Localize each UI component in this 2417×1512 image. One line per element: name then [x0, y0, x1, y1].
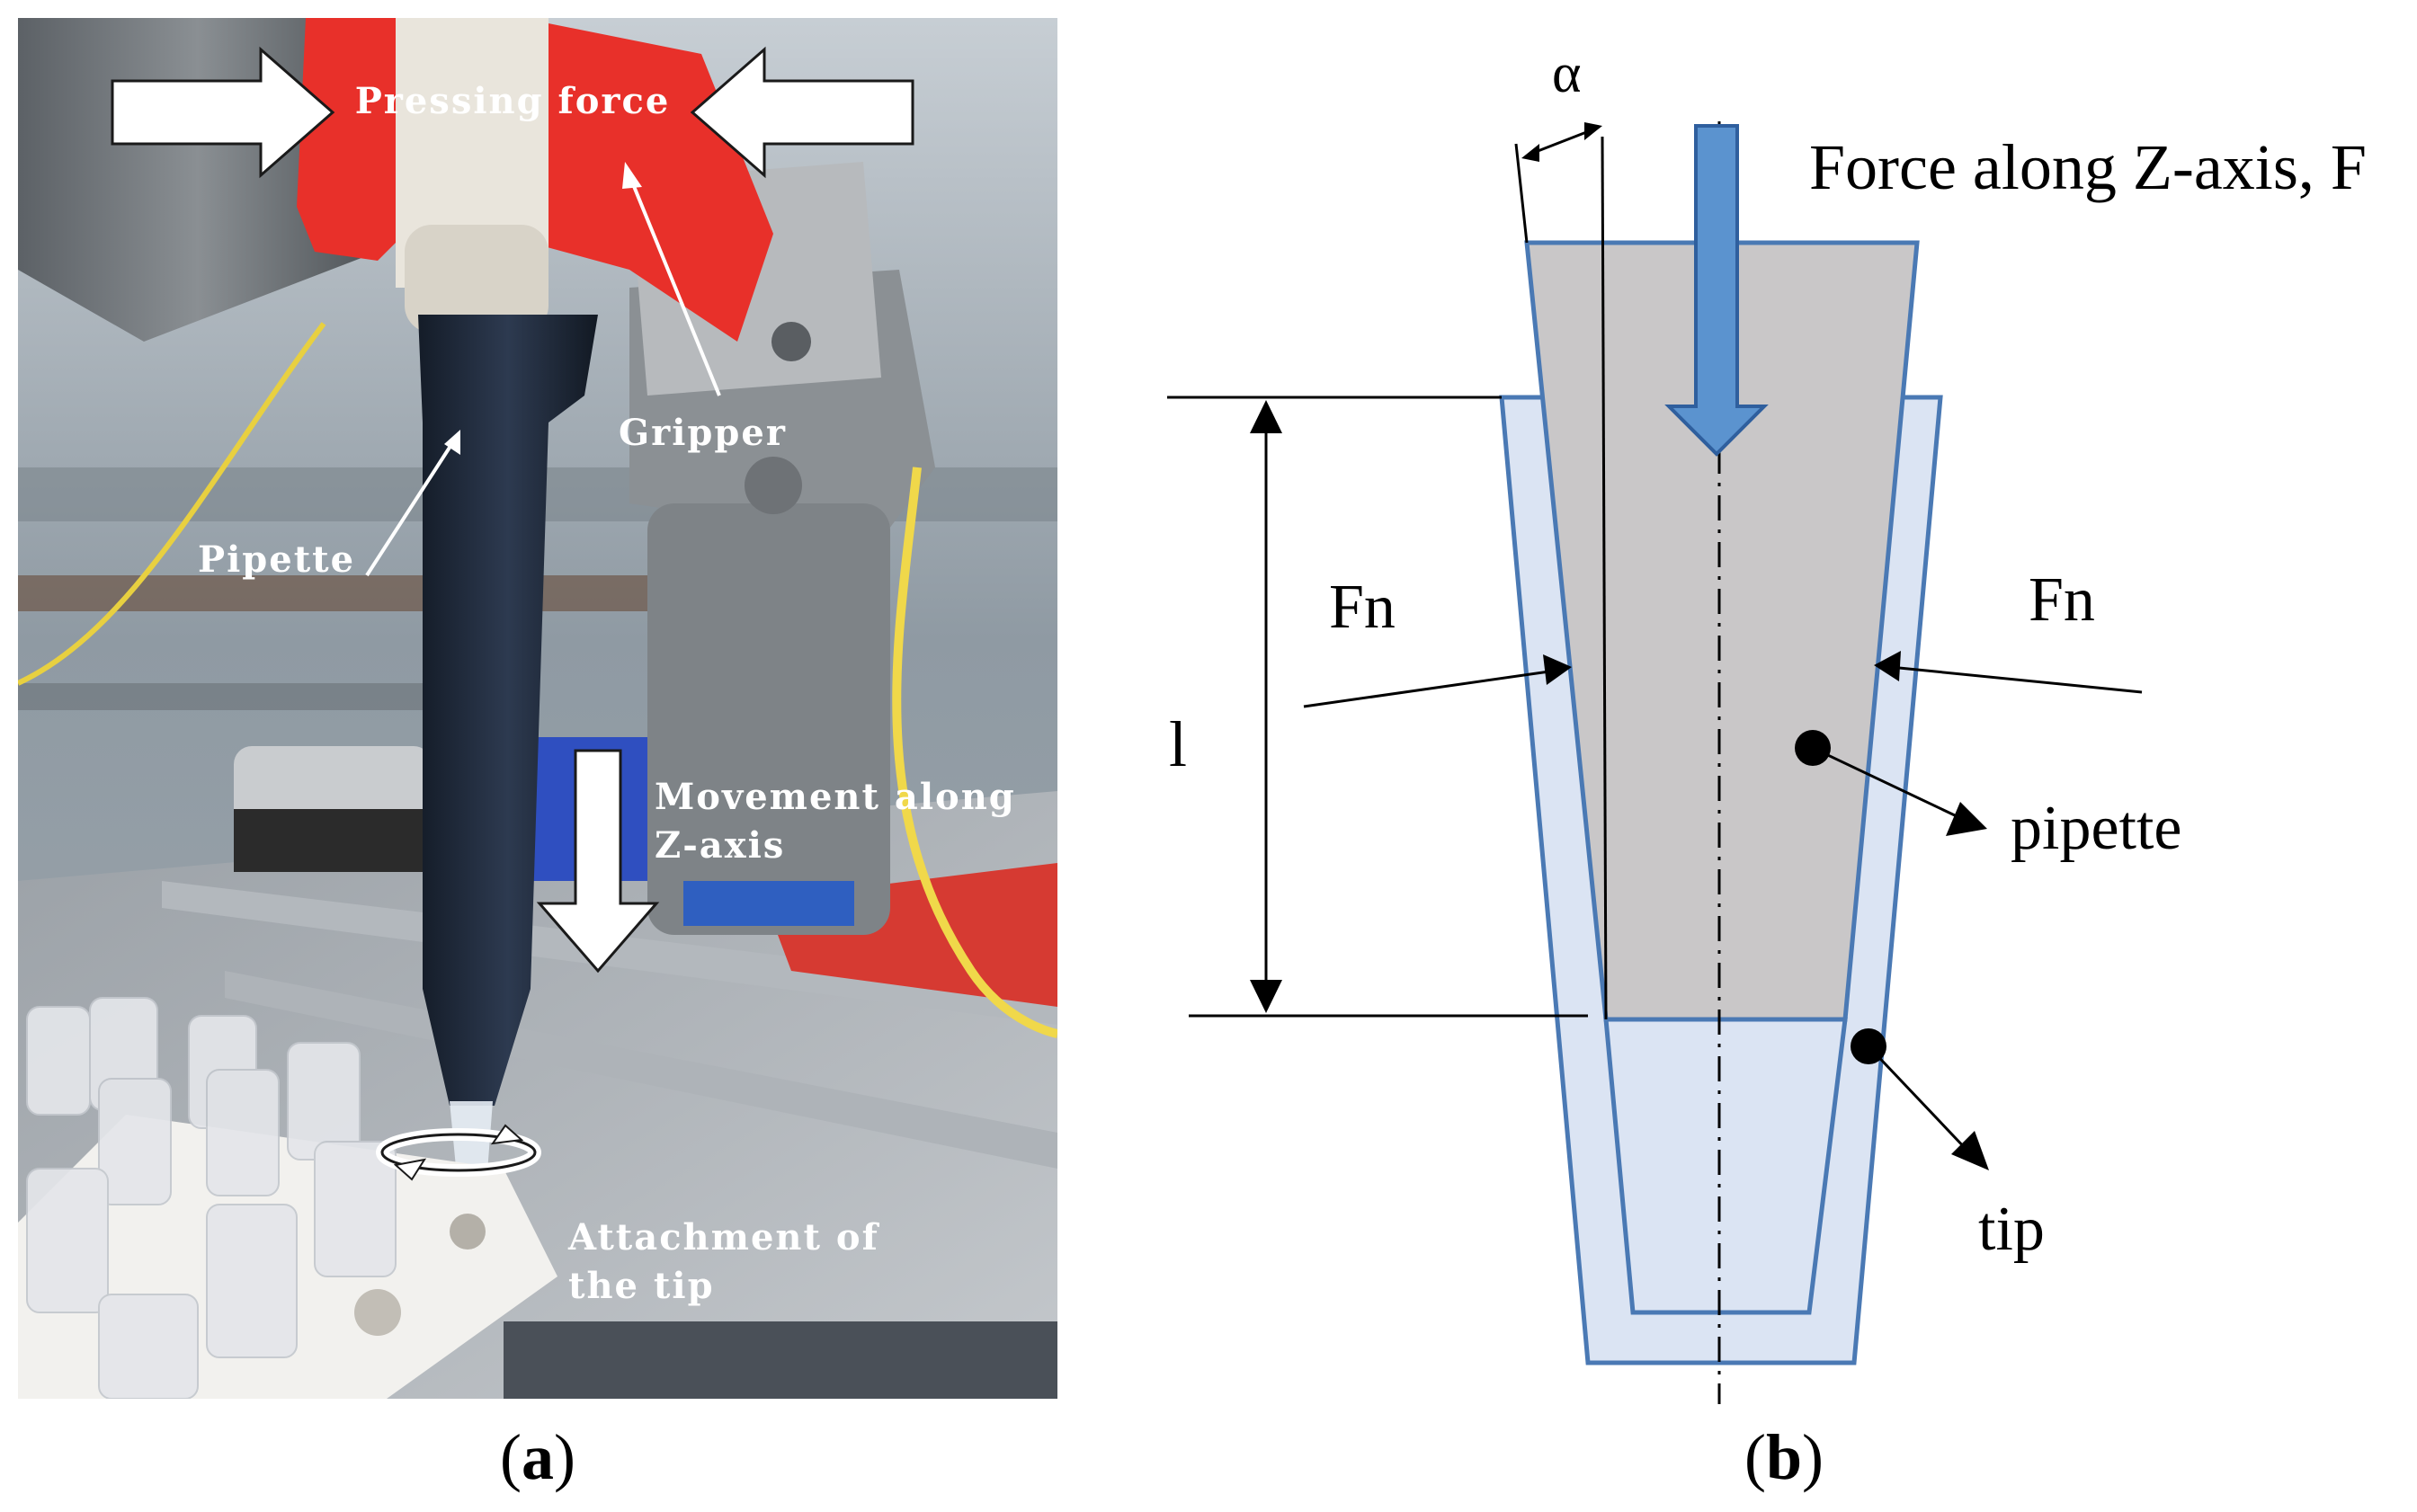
alpha-arrow-head-right: [1584, 122, 1602, 140]
caption-a: (a): [500, 1421, 575, 1493]
photo: [18, 18, 1057, 1399]
tip-marker-line: [1867, 1045, 1969, 1152]
pressing-force-label: Pressing force: [355, 80, 671, 122]
robot-ring: [683, 881, 854, 926]
rotation-arrowhead-right: [490, 1124, 524, 1145]
rotation-arrows: [376, 1128, 541, 1177]
caption-a-letter: a: [522, 1421, 554, 1493]
fn-left-label: Fn: [1329, 573, 1396, 642]
pressing-force-arrow-left: [111, 46, 335, 179]
length-arrow-bottom: [1250, 980, 1282, 1013]
caption-a-close: ): [554, 1421, 575, 1493]
rack-hole: [354, 1289, 401, 1336]
force-z-arrow: [1664, 124, 1769, 457]
fn-left-line: [1303, 669, 1556, 708]
movement-label-line2: Z-axis: [655, 824, 785, 867]
robot-wrist: [647, 503, 890, 935]
gripper-pointer-line: [628, 174, 721, 396]
fn-right-arrowhead: [1874, 651, 1901, 681]
pipette-pointer-head: [444, 430, 460, 455]
pipette-collar-lower: [405, 225, 549, 333]
base-block: [504, 1321, 1057, 1399]
movement-z-arrow: [536, 749, 660, 974]
panel-b: α Force along Z-axis, F l Fn Fn pipette …: [1167, 43, 2367, 1493]
gripper-jaw-left: [297, 18, 423, 261]
shelf: [18, 683, 468, 710]
gripper-label: Gripper: [619, 412, 787, 454]
screw: [771, 322, 811, 361]
tips-in-rack: [26, 997, 397, 1399]
rotation-arrowhead-left: [393, 1158, 427, 1181]
length-arrow-top: [1250, 400, 1282, 433]
pipette-label: pipette: [2011, 794, 2181, 863]
shelf: [18, 575, 647, 611]
yellow-cable: [892, 467, 1057, 1038]
attachment-label-line2: the tip: [568, 1265, 715, 1307]
caption-a-open: (: [500, 1421, 522, 1493]
fn-right-line: [1889, 665, 2143, 694]
movement-label-line1: Movement along: [655, 776, 1016, 818]
fn-left-arrowhead: [1543, 654, 1572, 685]
alpha-arrow-head-left: [1521, 144, 1539, 162]
device-base: [234, 809, 432, 872]
gripper-pointer-head: [622, 162, 642, 189]
length-label: l: [1169, 708, 1187, 780]
pipette-marker-arrowhead: [1946, 802, 1987, 836]
pipette-shaft: [418, 315, 598, 1106]
attachment-label-line1: Attachment of: [567, 1216, 880, 1259]
tip-label: tip: [1978, 1195, 2045, 1264]
pressing-force-arrow-right: [690, 46, 914, 179]
rack-hole: [450, 1214, 486, 1250]
tip-marker-arrowhead: [1951, 1131, 1989, 1170]
pipette-shape: [1524, 240, 1920, 1022]
caption-b-close: ): [1802, 1421, 1824, 1493]
pipette-pointer-line: [365, 439, 456, 577]
alpha-line-left: [1514, 143, 1529, 244]
caption-b: (b): [1744, 1421, 1824, 1493]
alpha-line-right: [1601, 136, 1608, 1020]
panel-a: Pressing force Gripper Pipette Movement …: [18, 18, 1057, 1493]
tip-inner-chamber: [1603, 1017, 1848, 1315]
caption-b-letter: b: [1766, 1421, 1802, 1493]
pipette-label: Pipette: [198, 538, 355, 581]
fn-right-label: Fn: [2029, 565, 2095, 635]
screw: [745, 457, 802, 514]
pipette-marker-line: [1812, 746, 1958, 818]
force-z-label: Force along Z-axis, F: [1809, 131, 2367, 203]
caption-b-open: (: [1744, 1421, 1766, 1493]
alpha-label: α: [1552, 43, 1581, 104]
yellow-cable: [18, 322, 326, 686]
